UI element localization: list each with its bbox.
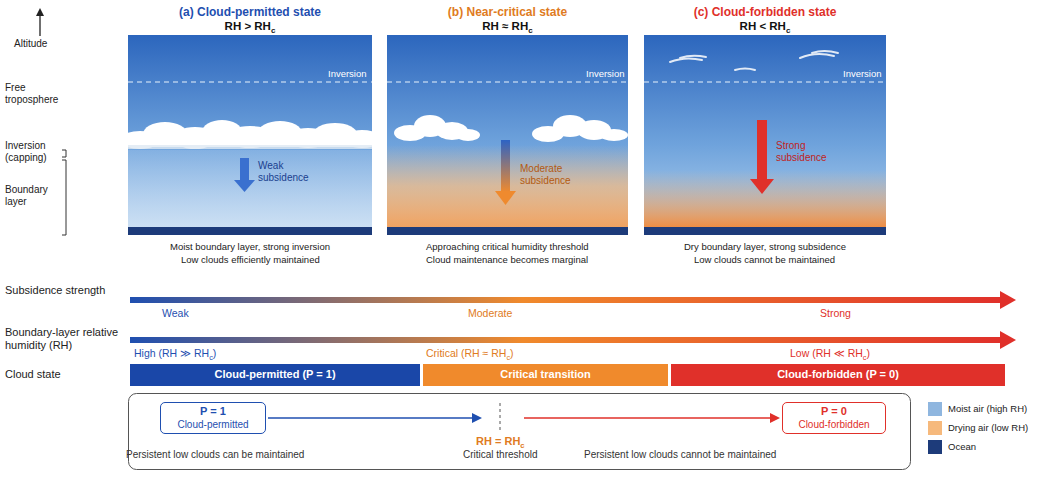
- node-text: Critical transition: [500, 368, 590, 381]
- state-band: Cloud-permitted (P = 1): [130, 364, 420, 386]
- label-text: Altitude: [14, 38, 47, 50]
- label-text: RH = RHc: [476, 435, 525, 448]
- node-text: RH < RHc: [740, 20, 791, 34]
- label-text: Approaching critical humidity threshold: [426, 241, 589, 252]
- node-text: Cloud-forbidden (P = 0): [777, 368, 899, 381]
- label-text: Inversion: [586, 68, 625, 79]
- label-text: Dry boundary layer, strong subsidence: [684, 241, 846, 252]
- label-text: Persistent low clouds cannot be maintain…: [584, 449, 776, 461]
- label-text: Strong subsidence: [776, 140, 836, 164]
- label-text: Cloud maintenance becomes marginal: [426, 254, 588, 265]
- label-text: Persistent low clouds can be maintained: [126, 449, 304, 461]
- node-text: (b) Near-critical state: [448, 5, 567, 19]
- panel-heading: (c) Cloud-forbidden stateRH < RHc: [644, 4, 886, 35]
- node-text: (c) Cloud-forbidden state: [694, 5, 837, 19]
- node-text: RH ≈ RHc: [482, 20, 532, 34]
- node-text: (a) Cloud-permitted state: [179, 5, 321, 19]
- label-text: Boundary-layer relative humidity (RH): [5, 326, 127, 352]
- label-text: Critical threshold: [463, 449, 537, 461]
- label-text: Weak: [162, 307, 189, 320]
- label-text: Cloud state: [5, 368, 61, 381]
- state-band: Cloud-forbidden (P = 0): [671, 364, 1005, 386]
- label-text: Low clouds cannot be maintained: [694, 254, 835, 265]
- legend-text: Ocean: [948, 441, 976, 452]
- label-text: Strong: [820, 307, 851, 320]
- label-text: Low clouds efficiently maintained: [181, 254, 320, 265]
- label-text: Inversion: [843, 68, 882, 79]
- state-box: P = 0Cloud-forbidden: [782, 402, 886, 434]
- node-text: Cloud-permitted: [177, 419, 248, 431]
- label-text: Weak subsidence: [258, 160, 318, 184]
- panel-heading: (a) Cloud-permitted stateRH > RHc: [128, 4, 372, 35]
- state-box: P = 1Cloud-permitted: [160, 402, 266, 434]
- label-text: High (RH ≫ RHc): [134, 347, 216, 360]
- label-text: Subsidence strength: [5, 284, 115, 297]
- legend-text: Moist air (high RH): [948, 403, 1027, 414]
- node-text: Cloud-forbidden: [798, 419, 869, 431]
- label-text: Inversion: [328, 68, 367, 79]
- legend-swatch: [928, 402, 942, 416]
- node-text: RH > RHc: [225, 20, 276, 34]
- label-text: Critical (RH ≈ RHc): [426, 347, 514, 360]
- legend-swatch: [928, 421, 942, 435]
- label-text: Moist boundary layer, strong inversion: [170, 241, 330, 252]
- panel-heading: (b) Near-critical stateRH ≈ RHc: [387, 4, 628, 35]
- label-text: Free troposphere: [5, 82, 60, 106]
- legend-swatch: [928, 440, 942, 454]
- label-text: Inversion (capping): [5, 140, 60, 164]
- label-text: Low (RH ≪ RHc): [790, 347, 870, 360]
- node-text: P = 1: [200, 405, 226, 418]
- state-band: Critical transition: [423, 364, 668, 386]
- node-text: P = 0: [821, 405, 847, 418]
- label-text: Moderate: [468, 307, 512, 320]
- label-text: Boundary layer: [5, 184, 60, 208]
- label-text: Moderate subsidence: [520, 163, 582, 187]
- legend-text: Drying air (low RH): [948, 422, 1028, 433]
- node-text: Cloud-permitted (P = 1): [214, 368, 335, 381]
